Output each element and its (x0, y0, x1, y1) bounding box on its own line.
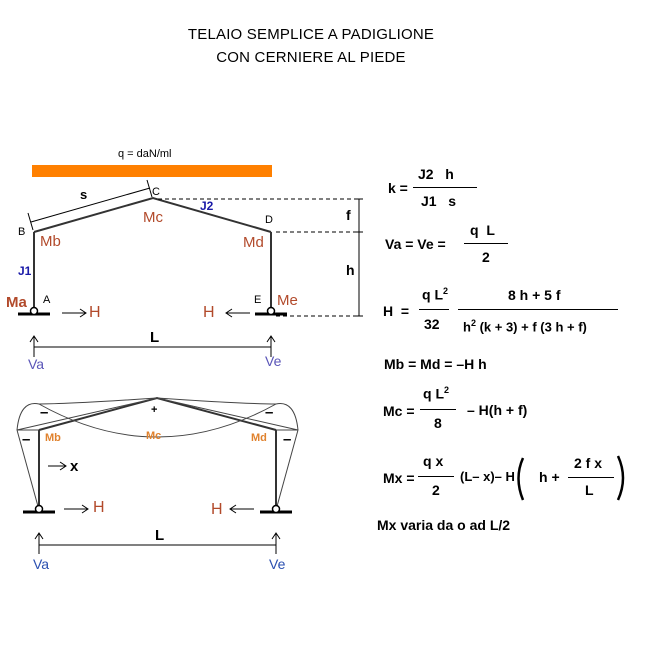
formula-h-bar1 (419, 309, 449, 310)
node-C: C (152, 186, 160, 198)
sign-minus-3: – (22, 431, 31, 448)
formula-h-num1: q L2 (422, 286, 449, 303)
formula-h-num2: 8 h + 5 f (508, 287, 561, 303)
formula-mc-bar (420, 409, 456, 410)
label-Ve-bottom: Ve (269, 556, 286, 572)
formula-k-den: J1 s (421, 193, 457, 209)
formula-mb: Mb = Md = –H h (384, 356, 487, 372)
label-Ve-top: Ve (265, 353, 282, 369)
label-H-left: H (89, 304, 101, 321)
distributed-load-bar (32, 165, 272, 177)
moment-diagram (16, 397, 299, 511)
label-L-bottom: L (155, 527, 165, 544)
formula-mx-den1: 2 (432, 482, 440, 498)
label-Mc: Mc (143, 209, 163, 226)
formula-mc-num: q L2 (423, 385, 450, 402)
label-Mb-bottom: Mb (45, 432, 61, 444)
sign-minus-1: – (40, 404, 49, 421)
formula-mx-den2: L (585, 482, 594, 498)
formula-h-bar2 (458, 309, 618, 310)
label-L-top: L (150, 329, 160, 346)
node-D: D (265, 214, 273, 226)
bottom-supports (23, 504, 292, 514)
mx-note: Mx varia da o ad L/2 (377, 517, 511, 533)
formula-h-lhs: H = (383, 303, 410, 319)
formula-k-lhs: k = (388, 180, 408, 196)
top-supports (18, 306, 287, 316)
label-h: h (346, 262, 355, 278)
formula-mc-den: 8 (434, 415, 442, 431)
dimension-s (27, 179, 153, 231)
node-A: A (43, 294, 51, 306)
label-Va-bottom: Va (33, 556, 50, 572)
formula-h-den1: 32 (424, 316, 440, 332)
dashed-level-lines (158, 198, 363, 317)
label-s: s (80, 187, 88, 202)
page-title: TELAIO SEMPLICE A PADIGLIONE (187, 26, 435, 43)
formula-mx-num1: q x (423, 453, 444, 469)
node-E: E (254, 294, 262, 306)
formula-mx-bar2 (568, 477, 614, 478)
mx-parentheses (517, 455, 625, 501)
formula-k-bar (413, 187, 477, 188)
page-subtitle: CON CERNIERE AL PIEDE (216, 49, 406, 66)
formula-mx-lhs: Mx = (383, 470, 415, 486)
bottom-frame (38, 396, 277, 510)
formula-va-num: q L (470, 222, 495, 238)
formula-h-den2: h2 (k + 3) + f (3 h + f) (463, 318, 587, 335)
dimension-f-h (355, 198, 363, 317)
x-arrow (48, 461, 67, 471)
sign-plus: + (151, 404, 158, 416)
label-H-right: H (203, 304, 215, 321)
label-x: x (70, 458, 79, 475)
formula-va-den: 2 (482, 249, 490, 265)
label-J2: J2 (200, 199, 214, 213)
top-frame (33, 196, 272, 312)
formula-mc-lhs: Mc = (383, 403, 415, 419)
label-Mc-bottom: Mc (146, 430, 162, 442)
label-Md-bottom: Md (251, 432, 267, 444)
label-Ma: Ma (6, 294, 27, 311)
load-label: q = daN/ml (118, 148, 172, 160)
formula-va-lhs: Va = Ve = (385, 236, 446, 252)
formula-k-num: J2 h (418, 166, 454, 182)
reaction-arrows-top (29, 308, 276, 357)
label-Me: Me (277, 292, 298, 309)
formula-mc-rest: – H(h + f) (467, 402, 528, 418)
h-arrows-bottom (64, 504, 254, 514)
formula-va-bar (464, 243, 508, 244)
node-B: B (18, 226, 26, 238)
sign-minus-2: – (265, 404, 274, 421)
formula-mx-bar1 (418, 476, 454, 477)
formula-mx-mid: (L– x)– H (460, 469, 515, 484)
label-f: f (346, 207, 351, 223)
reaction-arrows-bottom (34, 532, 281, 554)
formula-mx-num2: 2 f x (574, 455, 603, 471)
label-Mb: Mb (40, 233, 61, 250)
formula-mx-inner: h + (539, 469, 560, 485)
label-H-bottom-left: H (93, 499, 105, 516)
label-Va-top: Va (28, 356, 45, 372)
label-Md: Md (243, 234, 264, 251)
sign-minus-4: – (283, 431, 292, 448)
label-H-bottom-right: H (211, 501, 223, 518)
label-J1: J1 (18, 264, 32, 278)
